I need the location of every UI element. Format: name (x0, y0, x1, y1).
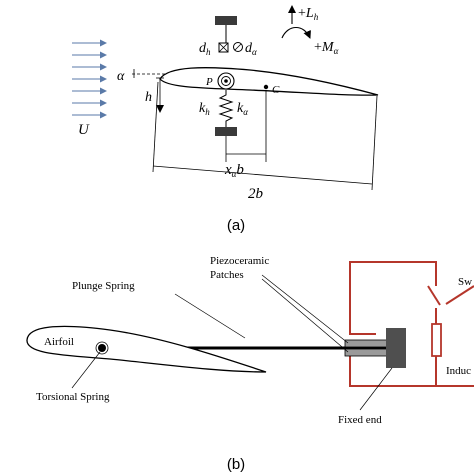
airfoil-label: Airfoil (44, 336, 74, 348)
piezo-patch-bottom (344, 348, 388, 357)
lift-label: +Lh (298, 6, 319, 22)
pitch-stiffness-label: kα (237, 101, 248, 117)
plunge-damper (218, 42, 229, 53)
pitch-angle-label: α (117, 69, 125, 84)
torsional-spring-ring (95, 341, 109, 355)
inductor (431, 323, 442, 357)
fixed-end-leader (359, 367, 393, 411)
chord-extension-left (152, 81, 159, 173)
piezo-patch-top (344, 339, 388, 348)
center-of-mass-label: C (272, 84, 280, 96)
plunge-spring-label: Plunge Spring (72, 280, 135, 292)
pitch-damper (233, 42, 243, 52)
switch-label: Sw (458, 276, 472, 288)
piezo-leader-1 (261, 274, 349, 344)
piezo-label-line2: Patches (210, 269, 244, 281)
inductor-label: Induc (446, 365, 471, 377)
panel-b: Plunge Spring Piezoceramic Patches Airfo… (26, 255, 474, 473)
torsional-spring-pivot (98, 344, 106, 352)
plunge-spring (218, 90, 234, 127)
pitch-damping-label: dα (245, 41, 257, 57)
chord-extension-right (371, 95, 378, 191)
center-of-mass-dot (263, 84, 269, 90)
plunge-stiffness-label: kh (199, 101, 210, 117)
fixed-end-label: Fixed end (338, 414, 382, 426)
moment-label: +Mα (314, 40, 339, 56)
harvesting-circuit (349, 261, 474, 387)
freestream-velocity-label: U (78, 122, 90, 138)
plunge-label: h (145, 90, 152, 105)
plunge-spring-leader (174, 293, 246, 339)
panel-a: U α h dh dα +Lh +Mα (72, 5, 379, 234)
freestream-arrows (72, 39, 107, 119)
chord-dimension-line (152, 165, 373, 185)
moment-arrow (281, 26, 311, 39)
elastic-axis (217, 72, 235, 90)
chord-label: 2b (248, 186, 264, 202)
plunge-damping-label: dh (199, 41, 211, 57)
torsional-spring-leader (71, 351, 101, 389)
bottom-mount (215, 127, 237, 136)
panel-a-caption: (a) (227, 217, 245, 234)
elastic-axis-label: P (205, 76, 213, 88)
top-mount (215, 16, 237, 25)
panel-b-caption: (b) (227, 456, 245, 473)
piezo-leader-2 (261, 278, 349, 353)
airfoil-section (159, 67, 379, 96)
fixed-end-clamp (386, 328, 406, 368)
piezo-label-line1: Piezoceramic (210, 255, 269, 267)
airfoil-b (26, 325, 267, 373)
offset-label: xαb (224, 162, 244, 179)
torsional-spring-label: Torsional Spring (36, 391, 110, 403)
